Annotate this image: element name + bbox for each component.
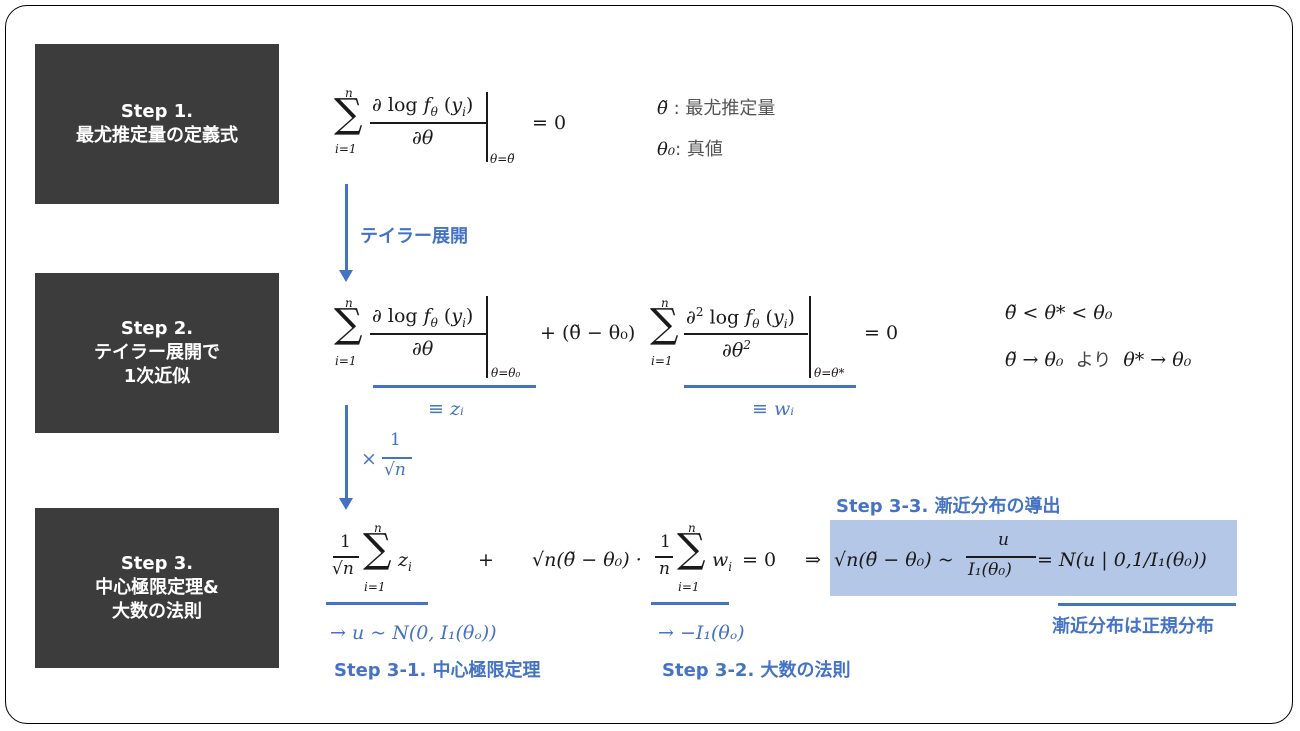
lln-underline xyxy=(651,602,729,605)
z-underline xyxy=(373,385,536,388)
clt-underline xyxy=(326,602,428,605)
sum-symbol: ∑ xyxy=(334,91,363,137)
diagram-frame xyxy=(5,5,1293,724)
step3-subtitle: 中心極限定理& xyxy=(95,577,219,598)
w-definition: ≡ wᵢ xyxy=(752,398,795,420)
lln-result: → −I₁(θₒ) xyxy=(658,622,745,644)
step3-title: Step 3. xyxy=(120,553,194,574)
step2-title: Step 2. xyxy=(120,318,194,339)
normal-distribution-label: 漸近分布は正規分布 xyxy=(1052,616,1214,637)
arrowhead-1 xyxy=(339,270,353,282)
mle-note: θ̃ : 最尤推定量 xyxy=(657,98,776,119)
w-underline xyxy=(684,385,856,388)
step1-box: Step 1. 最尤推定量の定義式 xyxy=(35,44,279,204)
z-definition: ≡ zᵢ xyxy=(428,398,464,420)
arrow-step1-to-2 xyxy=(345,184,348,270)
inequality-note: θ̃ < θ* < θ₀ xyxy=(1005,302,1113,324)
step1-subtitle: 最尤推定量の定義式 xyxy=(76,125,238,146)
step31-label: Step 3-1. 中心極限定理 xyxy=(334,660,541,681)
step3-subtitle-2: 大数の法則 xyxy=(111,601,202,622)
taylor-label: テイラー展開 xyxy=(360,226,468,247)
step32-label: Step 3-2. 大数の法則 xyxy=(662,660,851,681)
step1-title: Step 1. xyxy=(120,101,194,122)
step2-box: Step 2. テイラー展開で 1次近似 xyxy=(35,273,279,433)
normal-underline xyxy=(1058,603,1236,606)
clt-result: → u ~ N(0, I₁(θₒ)) xyxy=(330,622,497,644)
step33-label: Step 3-3. 漸近分布の導出 xyxy=(836,496,1061,517)
result-highlight xyxy=(830,520,1237,596)
arrowhead-2 xyxy=(339,498,353,510)
step2-subtitle: テイラー展開で xyxy=(94,342,220,363)
step3-box: Step 3. 中心極限定理&大数の法則 xyxy=(35,508,279,668)
convergence-note: θ̃ → θ₀ より θ* → θ₀ xyxy=(1005,349,1192,371)
step1-equals: = 0 xyxy=(532,112,567,134)
arrow-step2-to-3 xyxy=(345,405,348,505)
true-value-note: θ₀: 真値 xyxy=(657,139,723,160)
step2-subtitle-2: 1次近似 xyxy=(123,366,191,387)
